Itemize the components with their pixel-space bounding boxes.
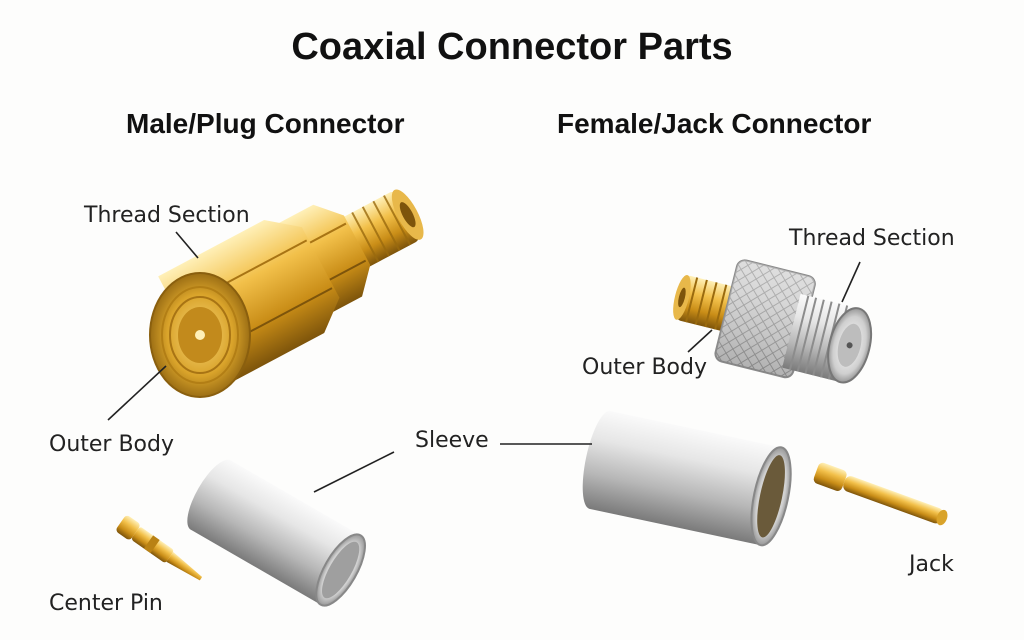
- male-connector: [149, 189, 424, 398]
- female-connector-heading: Female/Jack Connector: [557, 108, 872, 139]
- female-sleeve: [582, 410, 792, 547]
- leader-female-thread: [841, 261, 861, 303]
- leader-male-sleeve: [313, 451, 395, 493]
- leader-male-thread: [175, 231, 199, 259]
- leader-female-outer-body: [687, 329, 713, 353]
- leader-lines: [107, 231, 861, 493]
- sleeve-label: Sleeve: [415, 428, 489, 453]
- female-thread-section-label: Thread Section: [789, 226, 955, 251]
- female-gold-stub: [673, 275, 736, 331]
- female-outer-body-label: Outer Body: [582, 355, 707, 380]
- female-connector: [673, 259, 873, 384]
- female-front-barrel: [782, 293, 873, 384]
- male-connector-heading: Male/Plug Connector: [126, 108, 405, 139]
- male-outer-body-label: Outer Body: [49, 432, 174, 457]
- male-thread-section-label: Thread Section: [84, 203, 250, 228]
- leader-male-outer-body: [107, 365, 167, 421]
- male-center-pin-label: Center Pin: [49, 591, 163, 616]
- female-jack-pin: [813, 462, 948, 526]
- page-title: Coaxial Connector Parts: [291, 26, 733, 68]
- jack-label: Jack: [909, 552, 954, 577]
- male-center-pin: [116, 515, 203, 581]
- male-sleeve: [187, 459, 366, 607]
